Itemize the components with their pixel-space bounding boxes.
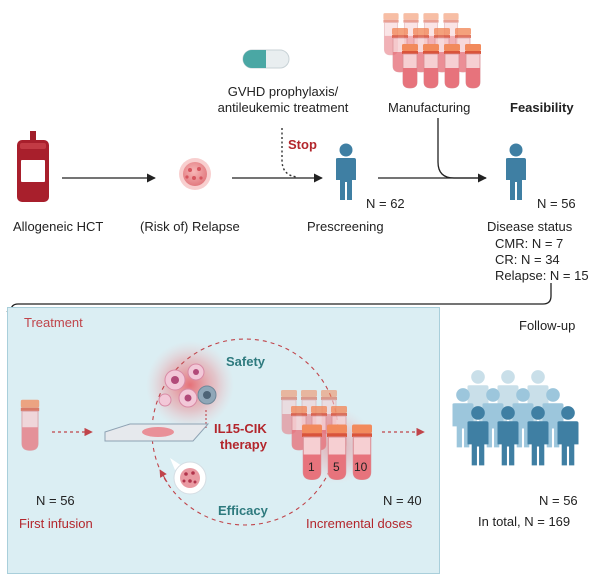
label-feasibility-n: N = 56 (537, 196, 576, 211)
label-dose-5: 5 (333, 460, 340, 474)
label-relapse-n: Relapse: N = 15 (495, 268, 589, 283)
label-cr: CR: N = 34 (495, 252, 560, 267)
label-follow-up-n: N = 56 (539, 493, 578, 508)
label-prescreening-n: N = 62 (366, 196, 405, 211)
label-treatment: Treatment (24, 315, 83, 330)
label-safety: Safety (226, 354, 266, 369)
dose-tubes-icon (280, 389, 374, 484)
label-prescreening: Prescreening (307, 219, 384, 234)
immune-cells-icon (158, 363, 217, 408)
label-gvhd-line1: GVHD prophylaxis/ (227, 84, 339, 99)
label-allogeneic-hct: Allogeneic HCT (13, 219, 104, 234)
label-cmr: CMR: N = 7 (495, 236, 564, 251)
label-efficacy: Efficacy (218, 503, 268, 518)
label-therapy-line2: therapy (220, 437, 267, 452)
follow-up-crowd-icon (452, 370, 579, 466)
leukemic-cell-icon (179, 158, 211, 190)
label-in-total: In total, N = 169 (478, 514, 571, 529)
first-infusion-tube-icon (20, 399, 40, 451)
label-feasibility: Feasibility (510, 100, 574, 115)
label-manufacturing: Manufacturing (388, 100, 471, 115)
pill-icon (242, 49, 290, 69)
label-first-infusion-n: N = 56 (36, 493, 75, 508)
label-follow-up: Follow-up (519, 318, 576, 333)
blood-bag-icon (17, 131, 49, 202)
culture-slide-icon (104, 423, 210, 442)
label-relapse: (Risk of) Relapse (140, 219, 240, 234)
label-therapy-line1: IL15-CIK (214, 421, 267, 436)
label-stop: Stop (288, 137, 317, 152)
label-dose-10: 10 (354, 460, 368, 474)
label-disease-status: Disease status (487, 219, 573, 234)
label-dose-1: 1 (308, 460, 315, 474)
label-incremental-n: N = 40 (383, 493, 422, 508)
label-incremental-doses: Incremental doses (306, 516, 413, 531)
label-first-infusion: First infusion (19, 516, 93, 531)
tumor-cells-icon (170, 458, 207, 495)
label-gvhd-line2: antileukemic treatment (217, 100, 349, 115)
glow-highlight (146, 341, 234, 429)
